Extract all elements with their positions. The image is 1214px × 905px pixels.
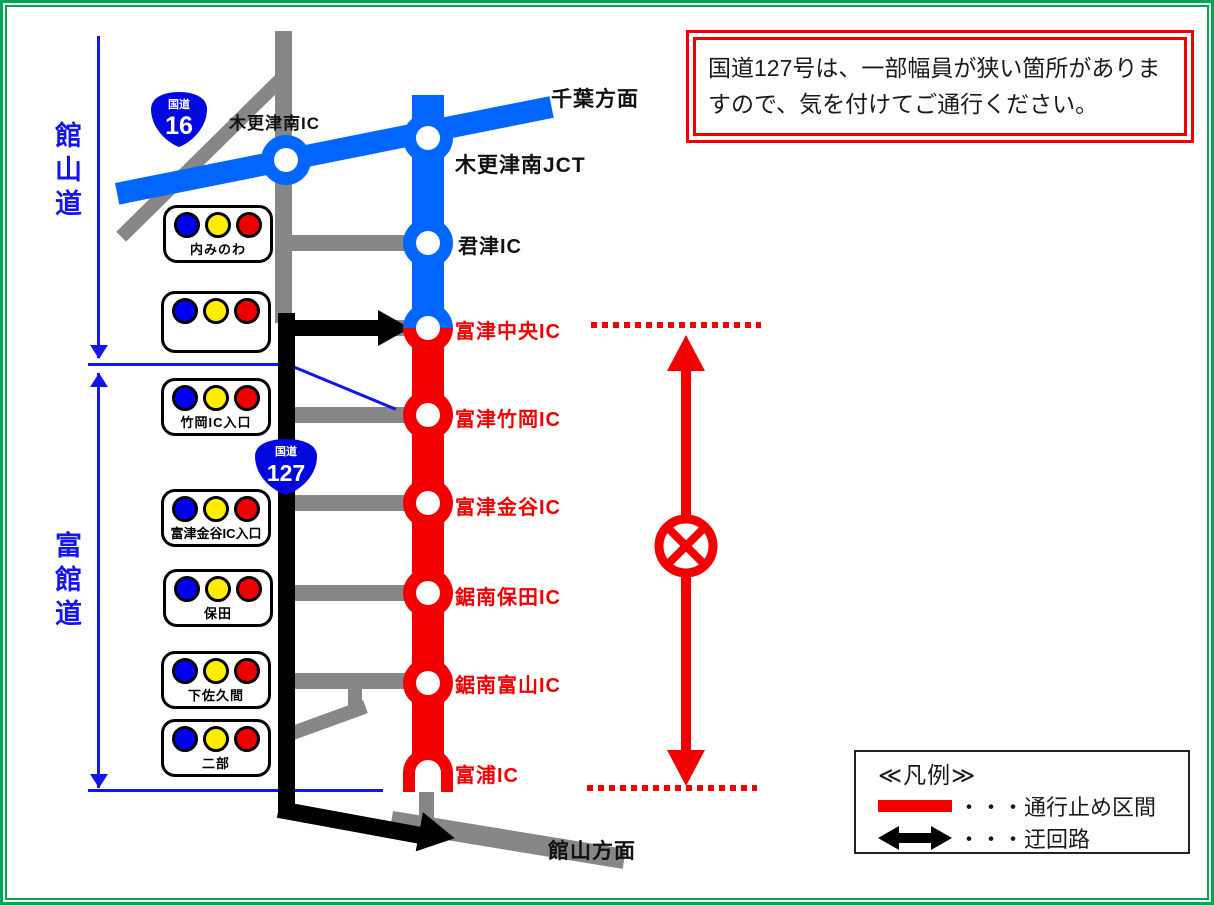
detour-arrow-icon: [878, 826, 952, 850]
closure-span-line-lower: [681, 577, 691, 751]
no-entry-icon: [654, 514, 718, 578]
closure-span-line-upper: [681, 363, 691, 515]
legend-closed-row: ・・・通行止め区間: [878, 790, 1188, 822]
detour-route-vertical: [278, 313, 295, 818]
kanaya-access-road: [292, 495, 409, 511]
route-16-number: 16: [165, 112, 193, 140]
ic-label-kisarazu-minami-ic: 木更津南IC: [229, 114, 320, 133]
ic-marker-kimitsu-ic: [403, 218, 453, 268]
route-127-shield: 国道 127: [255, 439, 317, 495]
legend-closed-label: ・・・通行止め区間: [958, 795, 1157, 820]
boundary-line-lower: [88, 789, 383, 792]
ic-marker-futtsu-chuo-ic: [403, 303, 453, 353]
signal-label: 二部: [201, 756, 230, 771]
tomiyama-access-connector: [348, 681, 362, 711]
signal-uchiminowa: 内みのわ: [163, 205, 273, 263]
route-127-number: 127: [267, 460, 305, 486]
signal-unnamed: [161, 291, 271, 353]
ic-label-kimitsu-ic: 君津IC: [458, 236, 522, 258]
boundary-pointer-line: [291, 365, 397, 411]
fukan-bracket-top-arrow: [90, 373, 108, 387]
legend-title: ≪凡例≫: [878, 762, 977, 788]
closure-dotted-line-bottom: [587, 785, 757, 791]
ic-marker-futtsu-takeoka-ic: [403, 390, 453, 440]
kimitsu-access-road: [284, 235, 409, 251]
signal-label: 竹岡IC入口: [180, 415, 252, 430]
takeoka-access-road: [292, 407, 409, 423]
route-16-shield: 国道 16: [151, 92, 207, 147]
boundary-line-upper: [88, 363, 293, 366]
ic-label-futtsu-kanaya-ic: 富津金谷IC: [455, 497, 561, 519]
ic-marker-kisarazu-minami-jct: [403, 113, 453, 163]
signal-label: 保田: [203, 606, 232, 621]
signal-label: 下佐久間: [187, 688, 244, 703]
signal-hota: 保田: [163, 569, 273, 627]
signal-lights-icon: [174, 576, 262, 602]
signal-lights-icon: [174, 212, 262, 238]
tateyama-expwy-bracket: [97, 36, 100, 358]
signal-label: 内みのわ: [189, 242, 246, 257]
signal-kanaya-ic-entrance: 富津金谷IC入口: [161, 489, 271, 547]
ic-marker-futtsu-kanaya-ic: [403, 478, 453, 528]
legend: ≪凡例≫ ・・・通行止め区間 ・・・迂回路: [854, 750, 1190, 854]
closed-section-swatch-icon: [878, 800, 952, 812]
chiba-direction-label: 千葉方面: [551, 88, 639, 111]
ic-marker-kyonan-tomiyama-ic: [403, 658, 453, 708]
tomiura-access-stub: [419, 791, 434, 819]
closure-dotted-line-top: [591, 322, 761, 328]
signal-nibu: 二部: [161, 719, 271, 777]
notice-text: 国道127号は、一部幅員が狭い箇所がありますので、気を付けてご通行ください。: [693, 37, 1187, 136]
signal-lights-icon: [172, 298, 260, 324]
route-16-prefix: 国道: [168, 97, 190, 111]
ic-label-tomiura-ic: 富浦IC: [455, 765, 519, 787]
tateyama-bracket-bottom-arrow: [90, 345, 108, 359]
closure-span-arrow-down: [667, 750, 705, 786]
legend-detour-label: ・・・迂回路: [958, 827, 1091, 852]
legend-detour-row: ・・・迂回路: [878, 822, 1188, 854]
signal-takeoka-ic-entrance: 竹岡IC入口: [161, 378, 271, 436]
signal-lights-icon: [172, 726, 260, 752]
fukan-road-bracket: [97, 373, 100, 788]
hota-access-road: [292, 585, 409, 601]
ic-marker-tomiura-ic: [403, 748, 453, 792]
signal-lights-icon: [172, 658, 260, 684]
signal-lights-icon: [172, 385, 260, 411]
ic-label-futtsu-chuo-ic: 富津中央IC: [455, 321, 561, 343]
ic-marker-kisarazu-minami-ic: [261, 135, 311, 185]
detour-arrow-to-tateyama: [415, 812, 459, 858]
ic-label-kisarazu-minami-jct: 木更津南JCT: [455, 154, 586, 177]
route-127-prefix: 国道: [275, 444, 297, 458]
signal-lights-icon: [172, 496, 260, 522]
ic-marker-kyonan-hota-ic: [403, 568, 453, 618]
signal-label: 富津金谷IC入口: [170, 526, 262, 541]
ic-label-kyonan-hota-ic: 鋸南保田IC: [455, 587, 561, 609]
closure-notice: 国道127号は、一部幅員が狭い箇所がありますので、気を付けてご通行ください。: [686, 30, 1194, 143]
ic-label-kyonan-tomiyama-ic: 鋸南富山IC: [455, 675, 561, 697]
tateyama-direction-label: 館山方面: [548, 840, 636, 863]
tateyama-expwy-label: 館山道: [51, 121, 81, 223]
detour-route-top-bar: [278, 320, 378, 336]
fukan-road-label: 富館道: [51, 531, 81, 633]
signal-shimosakuma: 下佐久間: [161, 651, 271, 709]
ic-label-futtsu-takeoka-ic: 富津竹岡IC: [455, 409, 561, 431]
fukan-bracket-bottom-arrow: [90, 774, 108, 788]
